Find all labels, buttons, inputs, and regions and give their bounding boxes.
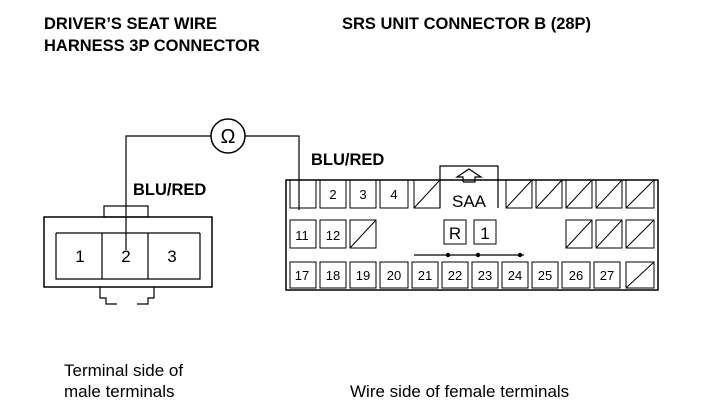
srs-row-2: 11 12 R 1 <box>289 219 655 249</box>
male-3p-connector: 1 2 3 <box>43 205 213 305</box>
ohmmeter-icon: Ω <box>210 118 246 154</box>
test-lead-left <box>125 135 211 250</box>
srs-terminal-22: 22 <box>448 268 462 283</box>
connector-body <box>43 216 213 288</box>
arrow-up-icon <box>455 168 483 183</box>
srs-terminal-20: 20 <box>387 268 401 283</box>
srs-terminal-4: 4 <box>390 187 397 202</box>
srs-terminal-19: 19 <box>356 268 370 283</box>
ohm-symbol: Ω <box>221 126 236 148</box>
left-title-line1: DRIVER’S SEAT WIRE <box>44 15 217 33</box>
male-terminal-3: 3 <box>167 247 176 266</box>
left-caption-line2: male terminals <box>64 382 175 401</box>
srs-terminal-27: 27 <box>600 268 614 283</box>
srs-row-3: 17 18 19 20 21 22 23 24 25 26 27 <box>289 261 655 289</box>
connector-tabs <box>99 287 155 305</box>
srs-terminal-17: 17 <box>295 268 309 283</box>
right-caption: Wire side of female terminals <box>350 382 569 401</box>
srs-terminal-26: 26 <box>569 268 583 283</box>
shorting-bar <box>414 252 524 258</box>
srs-terminal-21: 21 <box>418 268 432 283</box>
left-caption-line1: Terminal side of <box>64 361 183 380</box>
right-title: SRS UNIT CONNECTOR B (28P) <box>342 15 591 33</box>
short-label-r: R <box>449 224 461 243</box>
wire-label-right: BLU/RED <box>311 151 384 169</box>
srs-terminal-25: 25 <box>538 268 552 283</box>
srs-terminal-12: 12 <box>326 228 340 243</box>
srs-terminal-2: 2 <box>329 187 336 202</box>
saa-lock: SAA <box>439 165 499 211</box>
male-terminal-1: 1 <box>75 247 84 266</box>
srs-terminal-23: 23 <box>478 268 492 283</box>
srs-terminal-18: 18 <box>326 268 340 283</box>
srs-connector-body <box>285 179 659 291</box>
short-label-1: 1 <box>480 224 489 243</box>
srs-row-1: 2 3 4 <box>289 179 655 209</box>
wire-label-left: BLU/RED <box>133 181 206 199</box>
test-lead-right <box>245 135 300 210</box>
srs-terminal-3: 3 <box>359 187 366 202</box>
srs-terminal-24: 24 <box>508 268 522 283</box>
saa-label: SAA <box>452 192 487 211</box>
srs-connector-b: 2 3 4 SAA 11 12 R <box>285 165 659 291</box>
male-terminal-2: 2 <box>121 247 130 266</box>
srs-terminal-11: 11 <box>295 228 309 243</box>
left-title-line2: HARNESS 3P CONNECTOR <box>44 37 260 55</box>
